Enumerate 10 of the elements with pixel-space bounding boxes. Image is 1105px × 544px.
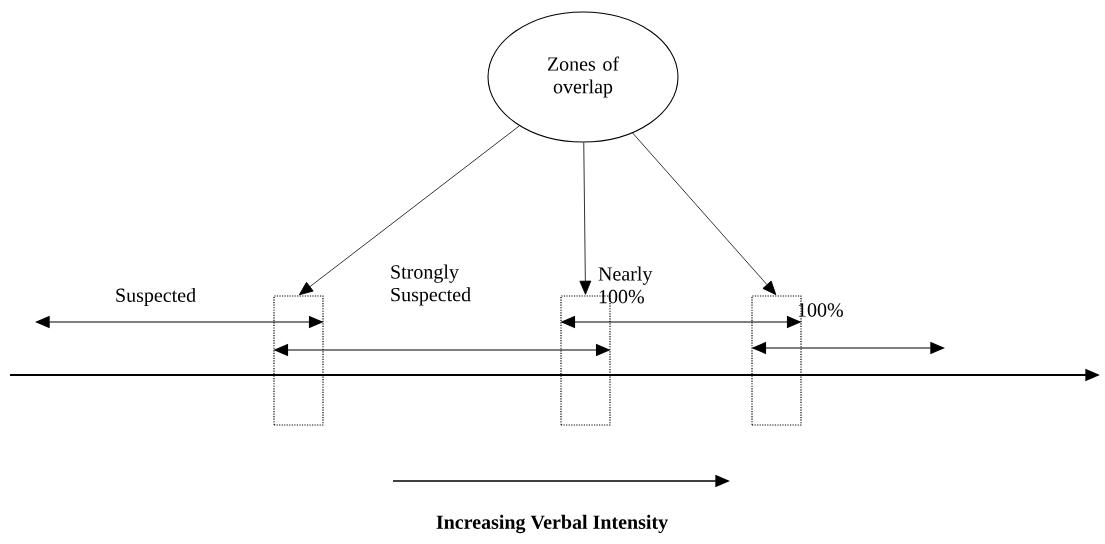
range-label: 100% [798, 303, 843, 317]
range-label: Nearly 100% [598, 266, 653, 304]
axis-title: Increasing Verbal Intensity [436, 514, 668, 534]
arrow [579, 142, 592, 295]
arrow [632, 132, 777, 295]
ellipse-node: Zones of overlap [487, 11, 679, 143]
arrow [298, 125, 520, 296]
range-label: Suspected [116, 287, 196, 307]
range-label: Strongly Suspected [391, 264, 471, 306]
dotted-box [273, 295, 324, 426]
